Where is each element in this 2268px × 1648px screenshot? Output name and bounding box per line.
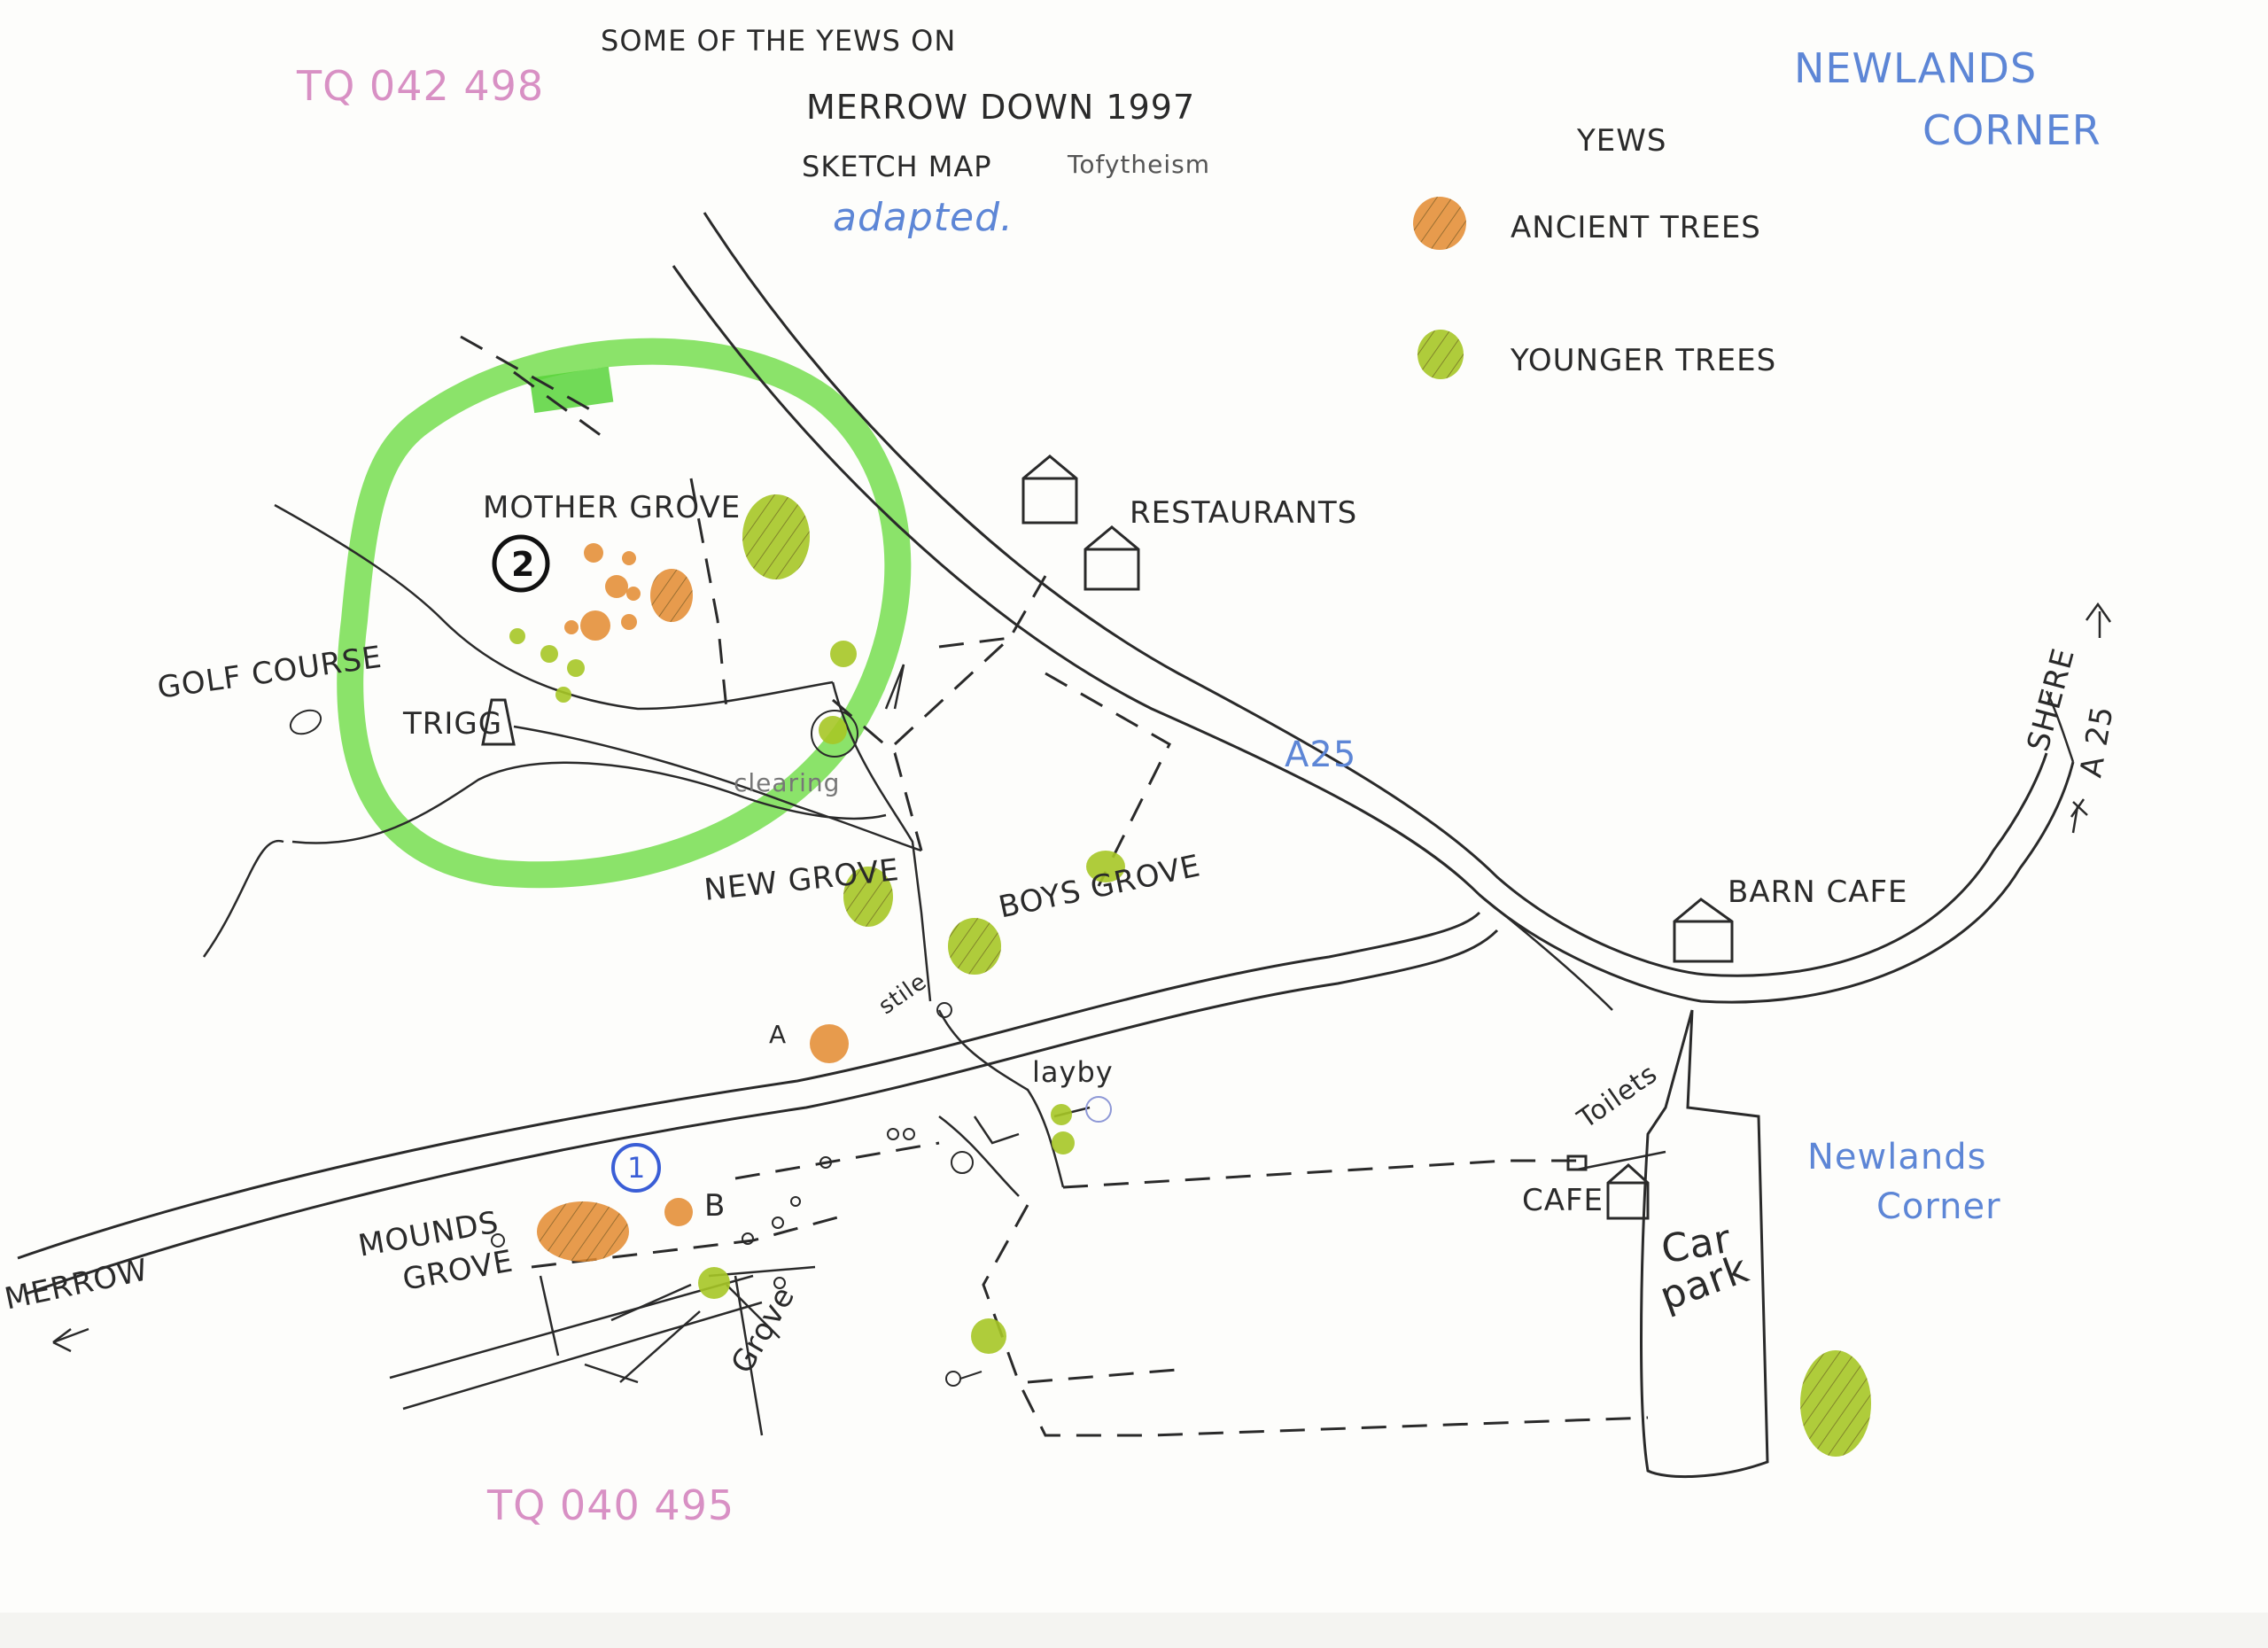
label-clearing: clearing xyxy=(734,768,841,797)
golf-course-icon xyxy=(289,709,322,735)
marker-one-ring xyxy=(611,1143,661,1193)
title-line-3: SKETCH MAP xyxy=(802,150,992,183)
label-newlands-corner-2: Corner xyxy=(1876,1186,2001,1227)
younger-yew-trees xyxy=(509,330,1871,1457)
scan-edge xyxy=(0,1613,2268,1648)
label-layby: layby xyxy=(1032,1055,1114,1089)
ancient-yew-trees xyxy=(537,197,1466,1262)
lower-road xyxy=(17,911,1481,1260)
location-title-line-2: CORNER xyxy=(1922,106,2101,154)
label-newlands-corner-1: Newlands xyxy=(1807,1137,1987,1178)
tracks xyxy=(52,503,2112,1436)
title-adapted: adapted. xyxy=(833,195,1014,240)
legend-younger-label: YOUNGER TREES xyxy=(1511,343,1777,378)
label-trigg: TRIGG xyxy=(403,706,503,742)
label-a25-road: A25 xyxy=(1285,735,1357,775)
small-marks xyxy=(491,710,1112,1387)
building-icons xyxy=(1021,455,1734,1220)
grid-ref-bottom: TQ 040 495 xyxy=(487,1481,735,1529)
label-restaurants: RESTAURANTS xyxy=(1130,495,1358,531)
trig-point-icon xyxy=(481,698,516,746)
title-line-1: SOME OF THE YEWS ON xyxy=(601,24,957,58)
label-marker-a: A xyxy=(769,1020,788,1049)
marker-one: 1 xyxy=(627,1151,647,1185)
marker-two: 2 xyxy=(511,545,536,584)
label-barn-cafe: BARN CAFE xyxy=(1728,875,1908,910)
label-marker-b: B xyxy=(704,1188,726,1224)
title-line-3-note: Tofytheism xyxy=(1068,150,1211,179)
label-cafe: CAFE xyxy=(1522,1183,1604,1218)
marker-two-ring xyxy=(492,534,550,593)
location-title-line-1: NEWLANDS xyxy=(1794,44,2038,92)
grid-ref-top: TQ 042 498 xyxy=(297,62,545,110)
legend-ancient-label: ANCIENT TREES xyxy=(1511,210,1761,245)
label-mother-grove: MOTHER GROVE xyxy=(483,490,742,525)
legend-title: YEWS xyxy=(1577,123,1667,159)
title-line-2: MERROW DOWN 1997 xyxy=(806,88,1196,127)
highlight-mark xyxy=(529,366,614,414)
